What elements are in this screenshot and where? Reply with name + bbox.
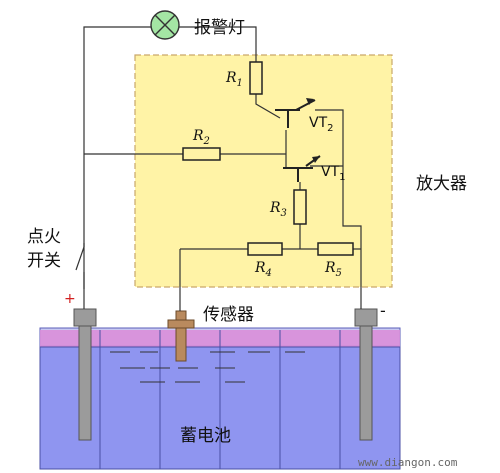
vt2-label: VT2 bbox=[309, 115, 334, 134]
ignition-switch-label-1: 点火 bbox=[27, 227, 61, 247]
resistor-r5 bbox=[317, 242, 354, 256]
resistor-r2 bbox=[182, 147, 221, 161]
alarm-lamp-label: 报警灯 bbox=[194, 18, 245, 38]
negative-terminal-cap bbox=[354, 308, 378, 327]
battery-label: 蓄电池 bbox=[180, 426, 231, 446]
battery bbox=[39, 327, 401, 470]
r3-label: R3 bbox=[269, 200, 287, 219]
r1-label: R1 bbox=[225, 70, 243, 89]
amplifier-label: 放大器 bbox=[416, 174, 467, 194]
positive-sign: + bbox=[64, 291, 76, 307]
watermark: www.diangon.com bbox=[358, 456, 458, 469]
positive-electrode bbox=[78, 325, 92, 441]
negative-sign: - bbox=[380, 301, 386, 320]
sensor-label: 传感器 bbox=[203, 305, 254, 325]
resistor-r4 bbox=[247, 242, 283, 256]
resistor-r1 bbox=[249, 61, 263, 95]
transistor-vt1 bbox=[283, 155, 321, 182]
sensor-probe bbox=[167, 310, 195, 362]
r5-label: R5 bbox=[324, 260, 342, 279]
vt1-label: VT1 bbox=[321, 164, 346, 183]
alarm-lamp-icon bbox=[150, 10, 180, 40]
r2-label: R2 bbox=[192, 128, 210, 147]
transistor-vt2 bbox=[275, 98, 316, 128]
r4-label: R4 bbox=[254, 260, 272, 279]
wiring bbox=[75, 26, 362, 311]
resistor-r3 bbox=[293, 189, 307, 225]
negative-electrode bbox=[359, 325, 373, 441]
electrolyte-surface bbox=[110, 351, 305, 383]
ignition-switch-label-2: 开关 bbox=[27, 251, 61, 271]
positive-terminal-cap bbox=[73, 308, 97, 327]
